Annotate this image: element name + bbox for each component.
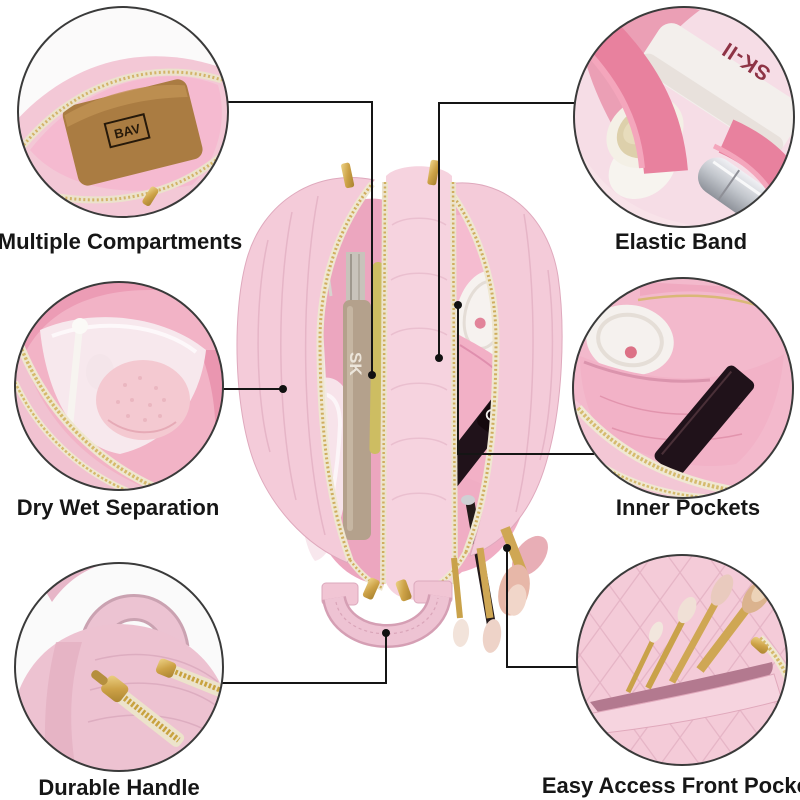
callout-lines [221,101,594,684]
feature-circle-inner-pockets [572,277,794,499]
feature-circle-elastic-band [573,6,795,228]
feature-photo-multiple-compartments: BAV [18,7,228,217]
pouch-logo-text: BAV [113,121,143,142]
callout-dot [279,385,287,393]
feature-photo-inner-pockets [573,278,793,498]
feature-label-easy-access-front-pocket: Easy Access Front Pocket [541,773,800,798]
feature-label-elastic-band: Elastic Band [614,229,748,254]
callout-dots [279,301,511,637]
feature-label-inner-pockets: Inner Pockets [615,495,761,520]
cotton-swab [66,318,88,426]
brown-inner-pouch: BAV [62,79,203,186]
gold-zipper-1 [91,670,185,747]
callout-line-easy-access-front-pocket [506,548,578,668]
zipper-pull-top-right [427,159,440,186]
feature-photo-dry-wet-separation [15,282,223,490]
center-divider [380,166,458,600]
quilted-fabric-mr [573,398,793,498]
front-pocket-brushes [625,574,773,694]
feature-circle-dry-wet-separation [14,281,224,491]
callout-line-multiple-compartments [226,101,373,375]
zipper-slider-bottom-left [362,577,380,600]
feature-photo-durable-handle [15,563,223,771]
mascara-in-pocket [654,365,755,476]
bottle-text: SK [346,352,365,376]
gold-zipper-2 [155,658,223,699]
center-bag-photo: SK [236,159,563,653]
callout-line-durable-handle [221,633,387,684]
callout-line-inner-pockets [457,305,594,455]
feature-photo-elastic-band: SK-II [574,7,794,227]
quilted-fabric [15,340,155,490]
towel [96,360,190,440]
feature-label-durable-handle: Durable Handle [38,775,200,800]
callout-line-elastic-band [438,102,576,358]
zipper-slider-bottom-right [395,579,412,602]
callout-dot [435,354,443,362]
elastic-band-strap [585,22,688,175]
feature-label-multiple-compartments: Multiple Compartments [0,229,243,254]
feature-circle-durable-handle [14,562,224,772]
feature-label-dry-wet-separation: Dry Wet Separation [16,495,220,520]
feature-circle-easy-access-front-pocket [576,554,788,766]
zipper-pull-top-left [341,162,355,189]
callout-dot [503,544,511,552]
callout-dot [382,629,390,637]
callout-dot [368,371,376,379]
skii-bottle: SK [343,252,371,540]
feature-circle-multiple-compartments [17,6,229,218]
zipper-pull-front-pocket [750,636,769,654]
callout-dot [454,301,462,309]
white-compact-detail [586,304,674,376]
pocket-opening [590,662,773,712]
makeup-brushes [451,526,548,653]
